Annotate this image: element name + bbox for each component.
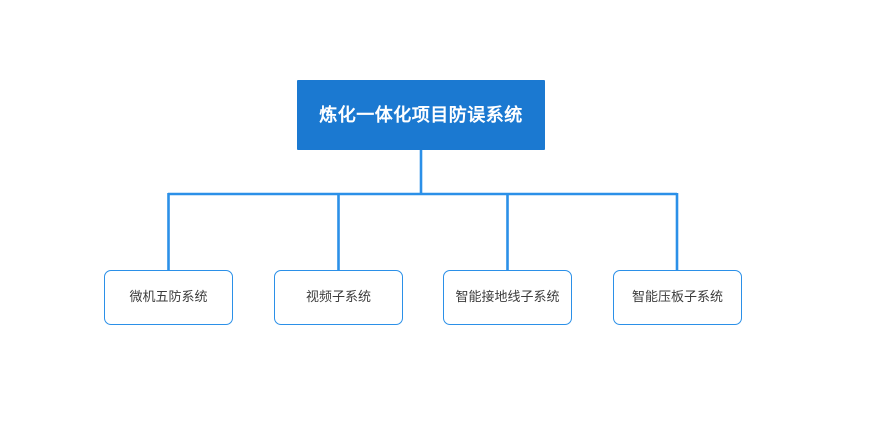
child-node-1-label: 微机五防系统 [129, 289, 208, 305]
child-node-4-label: 智能压板子系统 [631, 289, 723, 305]
root-node-label: 炼化一体化项目防误系统 [319, 104, 523, 125]
root-node[interactable]: 炼化一体化项目防误系统 [297, 80, 545, 150]
child-node-3[interactable]: 智能接地线子系统 [443, 270, 572, 325]
child-node-2[interactable]: 视频子系统 [274, 270, 403, 325]
child-node-4[interactable]: 智能压板子系统 [613, 270, 742, 325]
child-node-3-label: 智能接地线子系统 [455, 289, 560, 305]
child-node-2-label: 视频子系统 [305, 289, 371, 305]
child-node-1[interactable]: 微机五防系统 [104, 270, 233, 325]
